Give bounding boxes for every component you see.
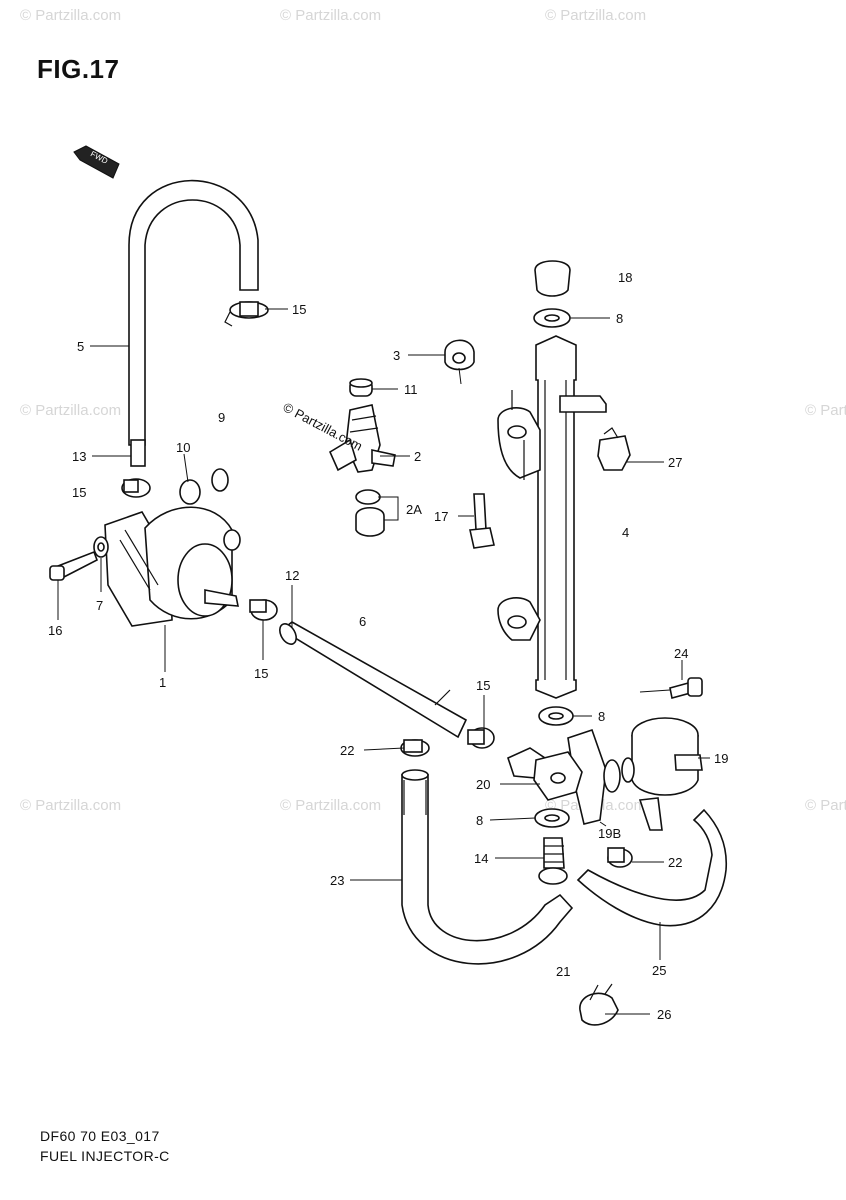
watermark-1: © Partzilla.com [20,7,121,24]
cap-3 [444,339,475,371]
pressure-regulator-19 [567,717,703,831]
figure-title: FIG.17 [37,54,120,84]
hose-6 [279,621,468,739]
part-label-15c: 15 [254,666,268,681]
clip-27 [597,427,631,471]
part-label-26: 26 [657,1007,671,1022]
part-label-4: 4 [622,525,629,540]
part-label-27: 27 [668,455,682,470]
bolt-17 [469,493,495,549]
clamp-22-left [400,739,430,757]
part-label-2: 2 [414,449,421,464]
clip-26 [579,983,619,1026]
part-label-22a: 22 [340,743,354,758]
watermark-6: © Partzilla.com [20,797,121,814]
part-label-2a: 2A [406,502,422,517]
part-label-23: 23 [330,873,344,888]
part-label-10: 10 [176,440,190,455]
part-label-15d: 15 [476,678,490,693]
fwd-arrow-icon: FWD [73,145,120,179]
part-label-8b: 8 [598,709,605,724]
part-label-5: 5 [77,339,84,354]
part-label-8c: 8 [476,813,483,828]
part-label-15b: 15 [72,485,86,500]
part-label-25: 25 [652,963,666,978]
part-label-16: 16 [48,623,62,638]
part-label-18: 18 [618,270,632,285]
watermark-4: © Partzilla.com [20,402,121,419]
washer-7 [93,536,109,558]
part-label-3: 3 [393,348,400,363]
fuel-pump-1 [104,506,241,627]
washer-8-top [533,308,571,328]
clamp-15-mid [249,599,278,621]
part-label-17: 17 [434,509,448,524]
part-label-15a: 15 [292,302,306,317]
plug-18 [534,260,571,297]
grommet-10 [179,468,229,505]
clamp-15-low [467,727,495,749]
watermark-2: © Partzilla.com [280,7,381,24]
hose-25 [576,808,728,927]
o-ring-2a [355,489,385,537]
part-label-22b: 22 [668,855,682,870]
watermark-7: © Partzilla.com [280,797,381,814]
part-label-12: 12 [285,568,299,583]
watermarks: © Partzilla.com © Partzilla.com © Partzi… [20,7,846,814]
union-20 [507,747,583,801]
injector-2 [328,404,396,473]
part-label-6: 6 [359,614,366,629]
part-label-9: 9 [218,410,225,425]
clamp-15-top [224,301,269,327]
part-label-14: 14 [474,851,488,866]
part-label-24: 24 [674,646,688,661]
part-label-7: 7 [96,598,103,613]
part-label-13: 13 [72,449,86,464]
part-label-20: 20 [476,777,490,792]
clamp-15-left [121,478,151,498]
part-label-8a: 8 [616,311,623,326]
bolt-16 [49,550,98,581]
bolt-14 [538,837,568,885]
footer-model-code: DF60 70 E03_017 [40,1128,160,1144]
bolt-24 [669,677,703,699]
footer-section-name: FUEL INJECTOR-C [40,1148,170,1164]
hose-5 [128,179,259,467]
part-label-1: 1 [159,675,166,690]
part-labels: 5 15 9 13 10 15 16 7 1 15 12 6 15 22 3 1… [48,270,728,1022]
part-label-11: 11 [404,382,418,397]
hose-23 [401,769,574,965]
part-label-19b: 19B [598,826,621,841]
leader-lines [57,308,710,1015]
watermark-3: © Partzilla.com [545,7,646,24]
washer-8-mid [538,706,574,726]
washer-8-low [534,808,570,828]
watermark-5: © Partzilla.com [805,402,846,419]
fuel-rail-4 [497,335,607,699]
clamp-22-right [607,847,633,868]
part-label-19: 19 [714,751,728,766]
seal-11 [349,378,373,397]
watermark-9: © Partzilla.com [805,797,846,814]
part-label-21: 21 [556,964,570,979]
